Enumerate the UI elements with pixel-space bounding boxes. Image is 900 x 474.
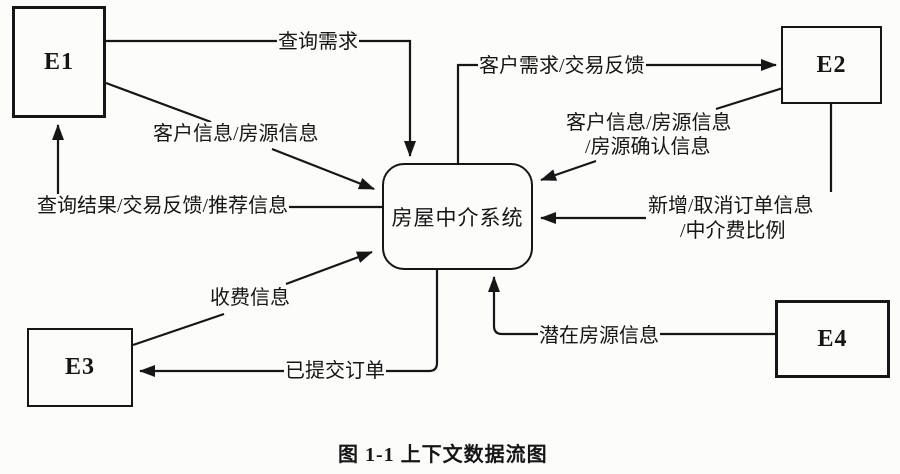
flow-query-request-label: 查询需求 bbox=[277, 30, 359, 54]
flow-order-fee-info-label-line2: /中介费比例 bbox=[679, 219, 787, 243]
flow-house-confirm-info-label-line2: /房源确认信息 bbox=[584, 135, 712, 159]
flow-house-confirm-info-line-2 bbox=[540, 159, 597, 182]
entity-e3: E3 bbox=[27, 328, 133, 407]
flow-charge-info-label: 收费信息 bbox=[209, 286, 291, 310]
entity-e2: E2 bbox=[781, 26, 882, 104]
entity-e1-label: E1 bbox=[43, 48, 74, 75]
entity-e4-label: E4 bbox=[817, 325, 848, 352]
entity-e3-label: E3 bbox=[64, 354, 95, 380]
process-label: 房屋中介系统 bbox=[391, 205, 524, 230]
flow-house-confirm-info-line-1 bbox=[715, 86, 784, 111]
entity-e4: E4 bbox=[775, 300, 890, 378]
flow-query-request-line bbox=[106, 39, 416, 157]
flow-submitted-order-label: 已提交订单 bbox=[284, 359, 386, 383]
flow-customer-house-info-line-1 bbox=[105, 81, 212, 124]
flow-customer-house-info-line-2 bbox=[271, 147, 375, 191]
flow-charge-info-line-2 bbox=[285, 250, 373, 286]
flow-order-fee-info-label-line1: 新增/取消订单信息 bbox=[647, 194, 815, 218]
entity-e1: E1 bbox=[12, 6, 106, 118]
flow-customer-demand-label: 客户需求/交易反馈 bbox=[478, 54, 646, 78]
flow-customer-house-info-label: 客户信息/房源信息 bbox=[152, 122, 320, 146]
flow-query-result-label: 查询结果/交易反馈/推荐信息 bbox=[36, 194, 290, 218]
process-house-agency-system: 房屋中介系统 bbox=[382, 163, 533, 270]
flow-submitted-order-line bbox=[139, 270, 439, 377]
flow-potential-house-info-line bbox=[488, 276, 777, 336]
entity-e2-label: E2 bbox=[816, 51, 847, 78]
flow-house-confirm-info-label-line1: 客户信息/房源信息 bbox=[565, 111, 733, 135]
flow-potential-house-info-label: 潜在房源信息 bbox=[538, 324, 660, 348]
flow-customer-demand-line bbox=[456, 59, 777, 163]
figure-caption: 图 1-1 上下文数据流图 bbox=[338, 444, 548, 466]
flow-charge-info-line-1 bbox=[132, 312, 225, 347]
